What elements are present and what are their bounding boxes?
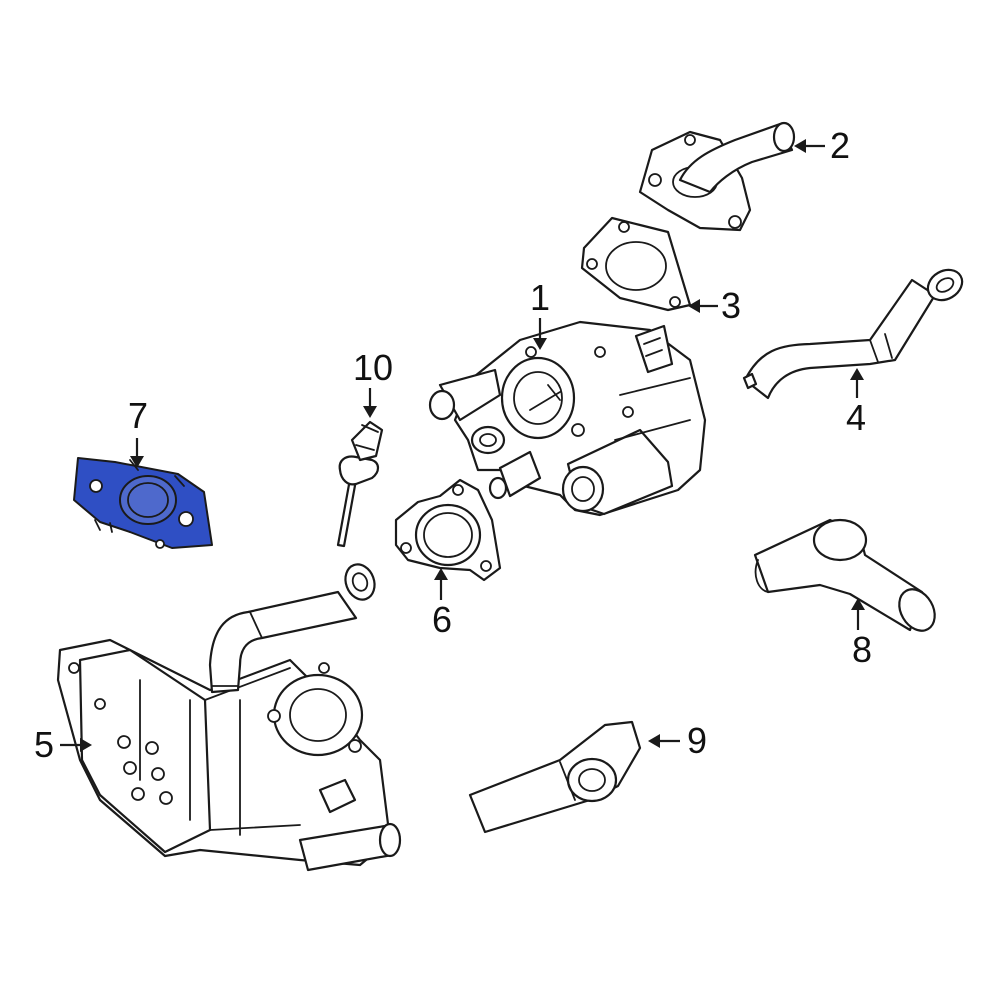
callout-3: 3 (721, 285, 741, 326)
part-2-outlet-pipe[interactable] (638, 121, 796, 232)
callout-labels: 1 2 3 4 5 6 7 8 9 10 (34, 125, 872, 765)
callout-8: 8 (852, 629, 872, 670)
part-7-gasket-highlighted[interactable] (73, 457, 213, 549)
part-6-gasket[interactable] (394, 478, 502, 582)
callout-2: 2 (830, 125, 850, 166)
part-8-hose[interactable] (753, 518, 942, 637)
callout-5: 5 (34, 724, 54, 765)
callout-9: 9 (687, 720, 707, 761)
callout-1: 1 (530, 277, 550, 318)
part-9-hose[interactable] (468, 720, 642, 834)
part-3-gasket[interactable] (580, 216, 692, 312)
part-5-egr-cooler[interactable] (56, 560, 402, 872)
callout-10: 10 (353, 347, 393, 388)
part-4-tube[interactable] (742, 264, 968, 400)
callout-4: 4 (846, 397, 866, 438)
part-1-egr-valve[interactable] (428, 320, 707, 517)
part-10-sensor[interactable] (336, 420, 384, 548)
callout-6: 6 (432, 599, 452, 640)
callout-leaders (60, 139, 865, 752)
callout-7: 7 (128, 395, 148, 436)
